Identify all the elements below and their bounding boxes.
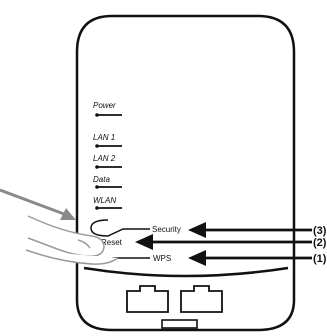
callout-label-3: (3) [313, 225, 327, 237]
callout-label-2: (2) [313, 237, 327, 249]
wps-button[interactable]: WPS [112, 254, 171, 263]
led-label-power: Power [93, 101, 116, 110]
device-slot [161, 319, 198, 329]
callout-arrow-reset [135, 234, 312, 250]
led-label-wlan: WLAN [93, 196, 116, 205]
device-outline [75, 14, 296, 268]
ethernet-port-icon [126, 285, 169, 313]
callout-arrow-security [188, 222, 312, 238]
hand-icon [25, 215, 119, 265]
led-data: Data [93, 175, 122, 189]
led-label-lan2: LAN 2 [93, 154, 116, 163]
led-wlan: WLAN [93, 196, 122, 210]
led-lan2: LAN 2 [93, 154, 122, 169]
security-label: Security [152, 225, 181, 234]
ethernet-port-icon [180, 285, 223, 313]
wps-label: WPS [153, 254, 171, 263]
base-divider [83, 266, 289, 278]
reset-label: Reset [101, 238, 123, 247]
led-label-lan1: LAN 1 [93, 133, 115, 142]
security-button[interactable]: Security [90, 219, 181, 237]
callout-label-1: (1) [313, 253, 327, 265]
led-label-data: Data [93, 175, 110, 184]
pointer-arrow [0, 188, 76, 220]
led-power: Power [93, 101, 122, 117]
callout-arrow-wps [188, 250, 312, 266]
led-lan1: LAN 1 [93, 133, 122, 148]
